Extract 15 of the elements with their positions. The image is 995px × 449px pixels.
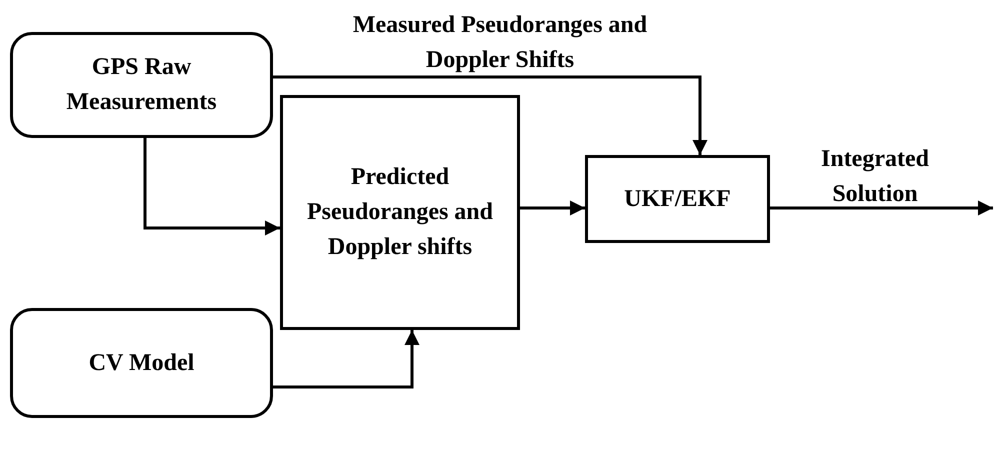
arrow (144, 138, 280, 236)
node-label: Predicted Pseudoranges and Doppler shifts (306, 163, 494, 262)
edge-label: Measured Pseudoranges and Doppler Shifts (352, 11, 648, 75)
arrow (273, 76, 708, 155)
input-box (10, 32, 273, 138)
process-box (280, 95, 520, 330)
arrow (770, 200, 993, 216)
filter-box (585, 155, 770, 243)
input-box (10, 308, 273, 418)
node-label: UKF/EKF (623, 184, 732, 214)
node-label: CV Model (88, 348, 196, 378)
arrow (520, 200, 585, 216)
node-label: GPS Raw Measurements (65, 53, 218, 117)
edge-label: Integrated Solution (820, 145, 930, 209)
arrow (273, 330, 420, 388)
